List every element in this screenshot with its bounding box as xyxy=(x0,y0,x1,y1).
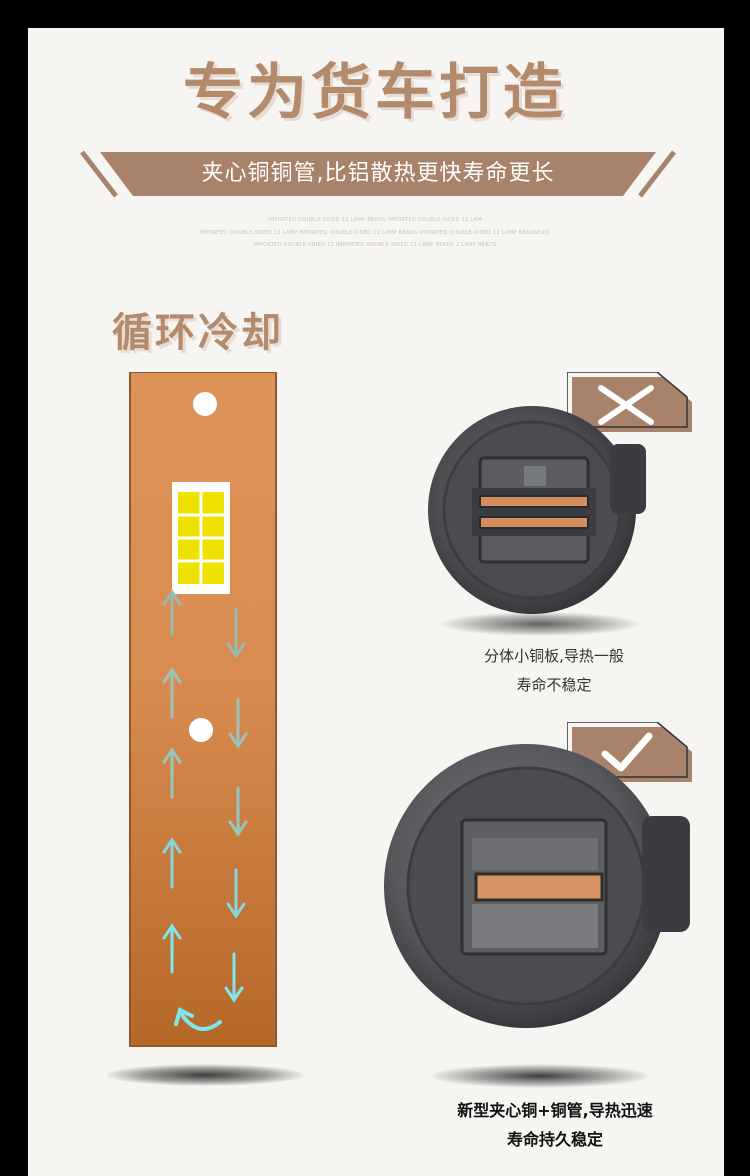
new-caption: 新型夹心铜+铜管,导热迅速 寿命持久稳定 xyxy=(405,1096,705,1154)
new-caption-line-1: 新型夹心铜+铜管,导热迅速 xyxy=(457,1101,653,1120)
banner-ribbon xyxy=(80,150,676,198)
copper-board-illustration xyxy=(129,372,277,1047)
old-caption-line-2: 寿命不稳定 xyxy=(516,676,592,694)
board-shadow xyxy=(105,1064,305,1086)
new-caption-line-2: 寿命持久稳定 xyxy=(506,1130,603,1149)
page-title: 专为货车打造 xyxy=(183,58,567,128)
fine-print-line: IMPORTED DOUBLE-SIDED 12 IMPORTED DOUBLE… xyxy=(253,242,497,248)
old-bulb-shadow xyxy=(440,612,640,636)
old-caption: 分体小铜板,导热一般 寿命不稳定 xyxy=(424,642,684,700)
section-title: 循环冷却 xyxy=(112,310,284,356)
banner-text: 夹心铜铜管,比铝散热更快寿命更长 xyxy=(201,161,555,186)
old-caption-line-1: 分体小铜板,导热一般 xyxy=(484,647,624,665)
fine-print-line: IMPORTED DOUBLE-SIDED 12 LAMP BEADS IMPO… xyxy=(267,217,483,223)
check-icon xyxy=(601,732,653,772)
cross-icon xyxy=(598,385,654,425)
old-bulb-base xyxy=(428,406,646,614)
new-bulb-shadow xyxy=(430,1064,650,1088)
cross-badge xyxy=(567,372,692,432)
new-bulb-base xyxy=(384,744,690,1028)
fine-print-line: IMPORTED DOUBLE-SIDED 12 LAMP IMPORTED D… xyxy=(199,230,551,236)
